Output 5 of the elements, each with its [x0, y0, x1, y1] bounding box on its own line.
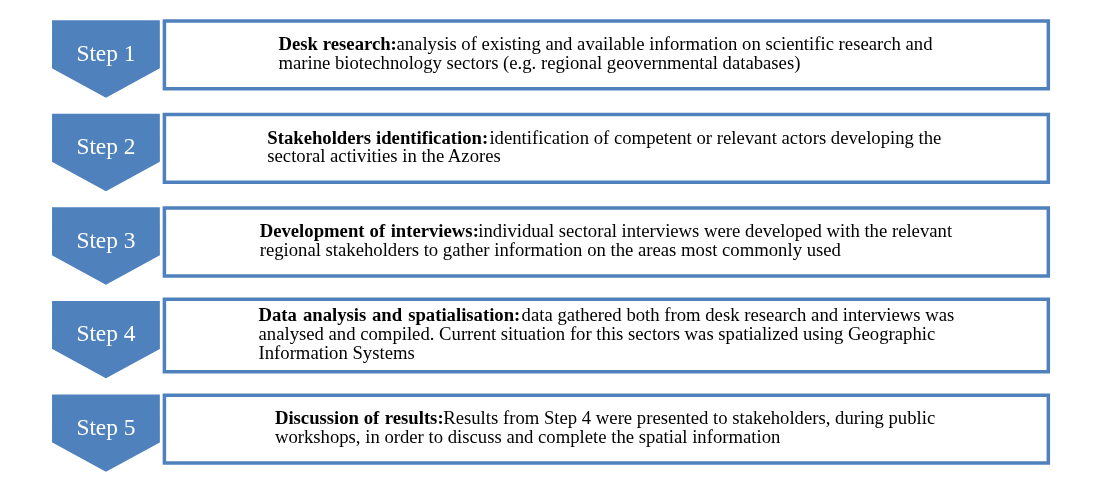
node-box: Discussion of results:Results from Step 4 were presented to stakeholders, during public workshops, in order to discuss and complete the spatial information — [162, 393, 1051, 465]
node-box: Desk research:analysis of existing and available information on scientific research and marine biotechnology sectors (e.g. regional geovernmental databases) — [162, 19, 1051, 91]
node-box: Development of interviews:individual sectoral interviews were developed with the relevant regional stakeholders to gather information on the areas most commonly used — [162, 206, 1051, 278]
node-box: Stakeholders identification:identification of competent or relevant actors developing the sectoral activities in the Azores — [162, 112, 1051, 185]
node-box: Data analysis and spatialisation:data gathered both from desk research and interviews was analysed and compiled. Current situation for this sectors was spatialized using Geographic Information Systems — [162, 297, 1051, 374]
